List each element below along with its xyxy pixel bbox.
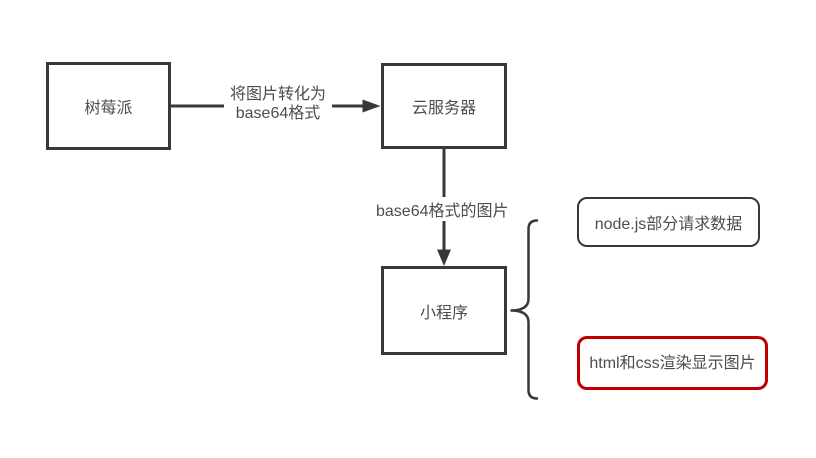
- node-nodejs-request: node.js部分请求数据: [577, 197, 760, 247]
- node-nodejs-request-label: node.js部分请求数据: [594, 216, 743, 233]
- node-raspberry-pi-label: 树莓派: [84, 100, 133, 117]
- node-html-css-render: html和css渲染显示图片: [577, 336, 768, 390]
- node-cloud-server: 云服务器: [381, 63, 507, 149]
- edge-label-cloud-to-mini: base64格式的图片: [374, 197, 511, 221]
- node-raspberry-pi: 树莓派: [46, 62, 171, 150]
- edge-label-pi-to-cloud: 将图片转化为 base64格式: [224, 85, 332, 123]
- node-html-css-render-label: html和css渲染显示图片: [589, 354, 756, 372]
- arrow-down-icon: [437, 249, 451, 266]
- node-mini-program-label: 小程序: [419, 304, 468, 322]
- node-mini-program: 小程序: [381, 266, 507, 355]
- node-cloud-server-label: 云服务器: [411, 100, 476, 117]
- arrow-right-icon: [362, 99, 381, 113]
- curly-brace-icon: [510, 219, 539, 400]
